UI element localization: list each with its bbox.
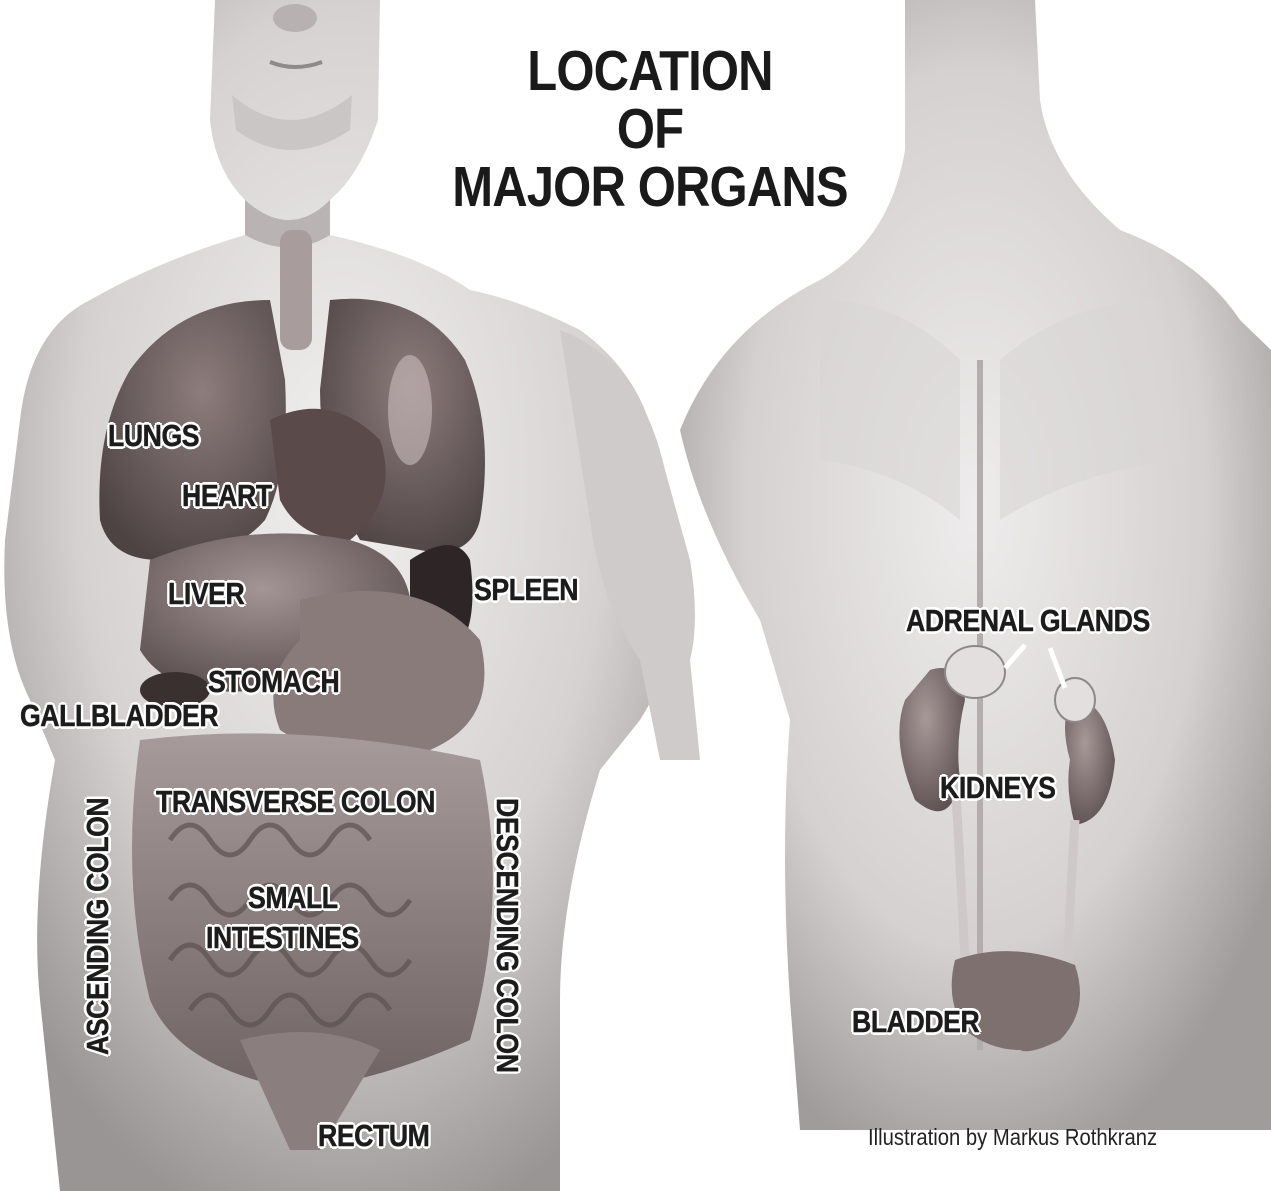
- label-bladder: BLADDER: [852, 1004, 979, 1040]
- illustration-credit: Illustration by Markus Rothkranz: [868, 1124, 1157, 1151]
- label-heart: HEART: [182, 478, 272, 514]
- label-transverse-colon: TRANSVERSE COLON: [156, 784, 435, 820]
- label-small-intestines-line1: SMALL: [248, 880, 338, 916]
- diagram-title: LOCATION OF MAJOR ORGANS: [452, 42, 848, 216]
- label-small-intestines-line2: INTESTINES: [206, 920, 359, 956]
- label-lungs: LUNGS: [108, 418, 199, 454]
- title-line-3: MAJOR ORGANS: [452, 158, 848, 216]
- label-descending-colon: DESCENDING COLON: [489, 798, 525, 1073]
- label-ascending-colon: ASCENDING COLON: [80, 798, 116, 1055]
- label-liver: LIVER: [168, 576, 244, 612]
- title-line-2: OF: [452, 100, 848, 158]
- label-stomach: STOMACH: [208, 664, 339, 700]
- label-gallbladder: GALLBLADDER: [20, 698, 218, 734]
- title-line-1: LOCATION: [452, 42, 848, 100]
- label-adrenal-glands: ADRENAL GLANDS: [906, 603, 1150, 639]
- label-kidneys: KIDNEYS: [940, 770, 1056, 806]
- label-spleen: SPLEEN: [474, 572, 578, 608]
- label-rectum: RECTUM: [318, 1118, 429, 1154]
